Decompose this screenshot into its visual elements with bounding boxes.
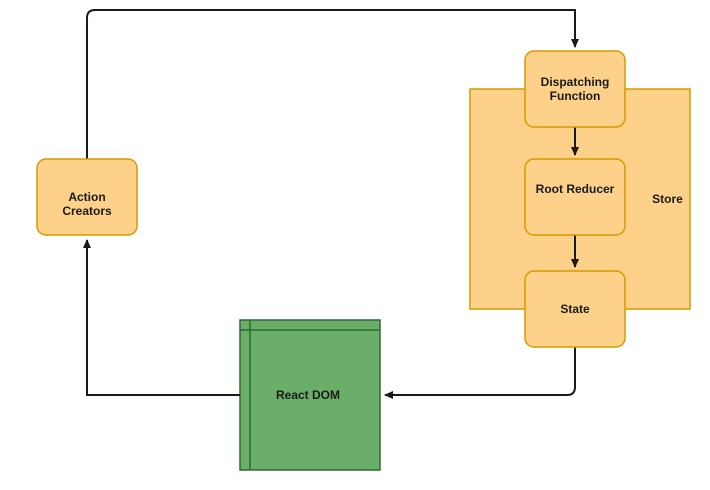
edge-state-to-react-dom bbox=[384, 347, 576, 399]
root-reducer-node bbox=[524, 158, 626, 236]
root-reducer-label: Root Reducer bbox=[535, 182, 615, 196]
action-creators-label: Action Creators bbox=[62, 190, 112, 218]
state-label: State bbox=[560, 302, 590, 316]
dispatching-function-node bbox=[524, 50, 626, 128]
store-label: Store bbox=[652, 192, 683, 206]
react-dom-box bbox=[239, 319, 381, 471]
edge-react-dom-to-action-creators bbox=[83, 239, 240, 396]
action-creators-node bbox=[36, 158, 138, 236]
react-dom-label: React DOM bbox=[275, 388, 340, 402]
dispatching-function-label: Dispatching Function bbox=[540, 75, 610, 103]
state-node bbox=[524, 270, 626, 348]
edge-action-creators-to-dispatching-function bbox=[86, 9, 579, 159]
